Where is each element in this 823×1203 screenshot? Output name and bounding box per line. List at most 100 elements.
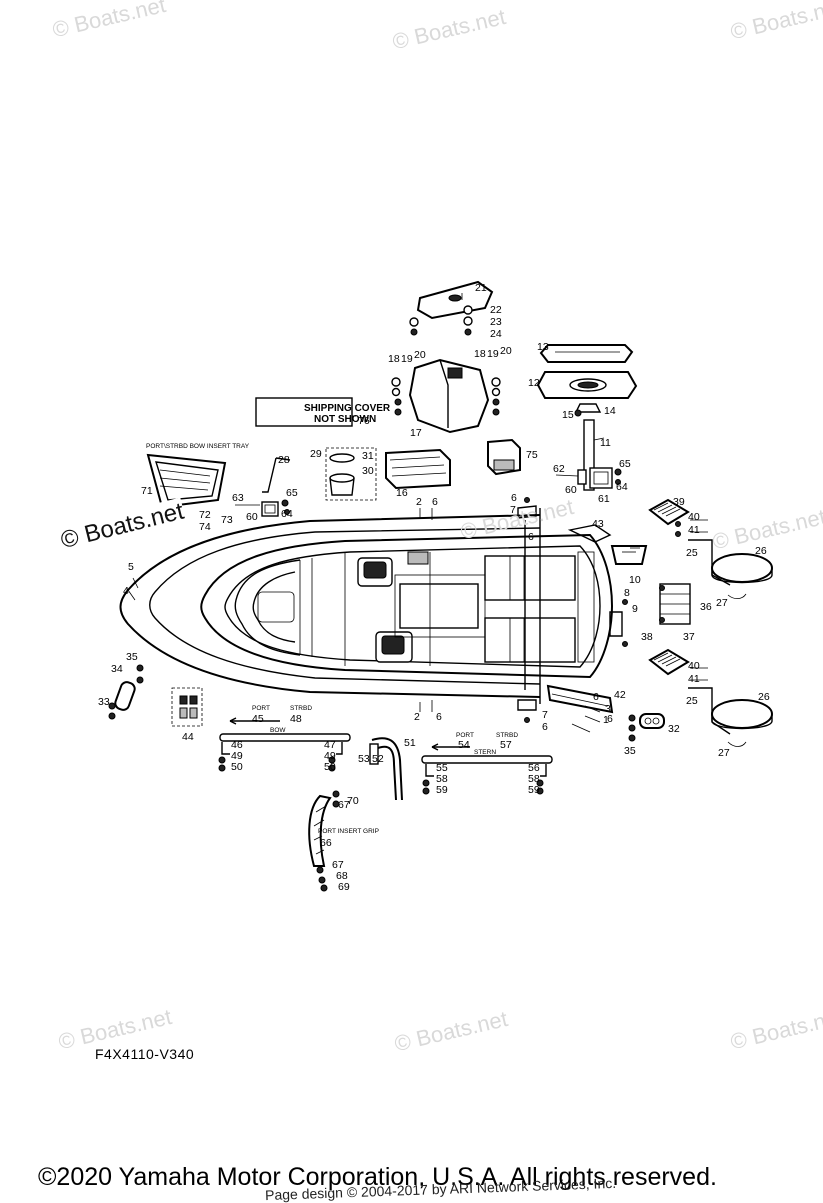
clamp-61 [589,467,613,489]
part-label: 21 [475,282,487,294]
part-label: 11 [600,437,611,449]
part-label: 31 [362,450,374,462]
stern-rail [421,743,553,795]
part-label: 58 [528,773,540,785]
part-label: 37 [683,631,695,643]
part-label: 33 [98,696,110,708]
part-label: 29 [310,448,322,460]
insert-grip-66 [308,790,340,892]
part-label: 46 [231,739,243,751]
bow-rail [218,717,351,772]
bow-port-ref: 45 [252,713,264,725]
part-label: 7 [510,504,516,516]
part-label: 36 [700,601,712,613]
part-label: 18 [388,353,400,365]
part-label: 23 [490,316,502,328]
part-label: 34 [111,663,123,675]
tow-eye-32 [628,713,665,742]
part-label: 19 [487,348,499,360]
part-label: 6 [607,713,613,725]
part-label: 70 [347,795,359,807]
part-label: 16 [396,487,408,499]
part-label: 60 [246,511,258,523]
bow-insert-tray [146,453,227,509]
part-label: 24 [490,328,502,340]
seat-26-upper [688,539,773,600]
part-label: 61 [598,493,610,505]
part-label: 22 [490,304,502,316]
part-label: 20 [500,345,512,357]
part-label: 64 [281,508,293,520]
rail-42 [546,684,614,714]
part-label: 64 [616,481,628,493]
part-number-labels: 1 2 2 3 4 5 6 6 6 6 6 6 6 7 7 8 9 10 11 … [98,282,770,893]
part-label: 18 [474,348,486,360]
part-label: 35 [624,745,636,757]
part-label: 59 [436,784,448,796]
clamp-60 [261,501,279,517]
part-label: 65 [286,487,298,499]
part-label: 41 [688,524,700,536]
part-label: 49 [324,750,336,762]
bow-strbd-label: STRBD [290,705,312,712]
part-label: 62 [553,463,565,475]
grab-handle-51 [369,737,403,801]
cooler-16 [385,448,451,490]
stern-port-ref: 54 [458,739,470,751]
part-label: 71 [141,485,153,497]
part-label: 60 [565,484,577,496]
part-label: 40 [688,511,700,523]
part-label: 26 [758,691,770,703]
item-43 [567,524,612,543]
part-label: 58 [436,773,448,785]
caption-bow: BOW [270,727,286,734]
part-label: 44 [182,731,194,743]
seat-26-lower [688,687,773,747]
shipping-cover-line1: SHIPPING COVER [304,403,391,414]
bracket-28 [262,457,291,493]
part-label: 65 [619,458,631,470]
part-label: 28 [278,454,290,466]
part-label: 41 [688,673,700,685]
stern-strbd-label: STRBD [496,732,518,739]
part-label: 40 [688,660,700,672]
label-76: 76 [358,415,370,427]
part-label: 17 [410,427,422,439]
part-label: 55 [436,762,448,774]
part-label: 56 [528,762,540,774]
part-label: 32 [668,723,680,735]
stern-port-label: PORT [456,732,474,739]
diagram-code: F4X4110-V340 [95,1046,195,1062]
copyright-notice: ©2020 Yamaha Motor Corporation, U.S.A. A… [38,1163,717,1191]
part-label: 26 [755,545,767,557]
part-label: 50 [324,761,336,773]
part-label: 50 [231,761,243,773]
part-label: 7 [542,709,548,721]
part-label: 66 [320,837,332,849]
bow-strbd-ref: 48 [290,713,302,725]
part-label: 51 [404,737,416,749]
part-label: 68 [336,870,348,882]
part-label: 8 [624,587,630,599]
part-label: 2 [414,711,420,723]
step-39 [648,498,690,526]
part-label: 4 [123,585,129,597]
part-label: 6 [432,496,438,508]
bow-port-label: PORT [252,705,270,712]
part-label: 6 [593,691,599,703]
part-label: 6 [511,492,517,504]
part-label: 53 [358,753,370,765]
part-label: 75 [526,449,538,461]
console-17 [408,358,490,434]
part-label: 25 [686,547,698,559]
part-label: 9 [632,603,638,615]
shipping-cover-line2: NOT SHOWN [314,414,376,425]
part-label: 1 [603,714,609,726]
ladder-36 [659,583,691,625]
part-label: 72 [199,509,211,521]
item-44 [171,687,203,727]
part-label: 3 [605,703,611,715]
console-lid-21 [416,280,494,320]
part-label: 5 [128,561,134,573]
